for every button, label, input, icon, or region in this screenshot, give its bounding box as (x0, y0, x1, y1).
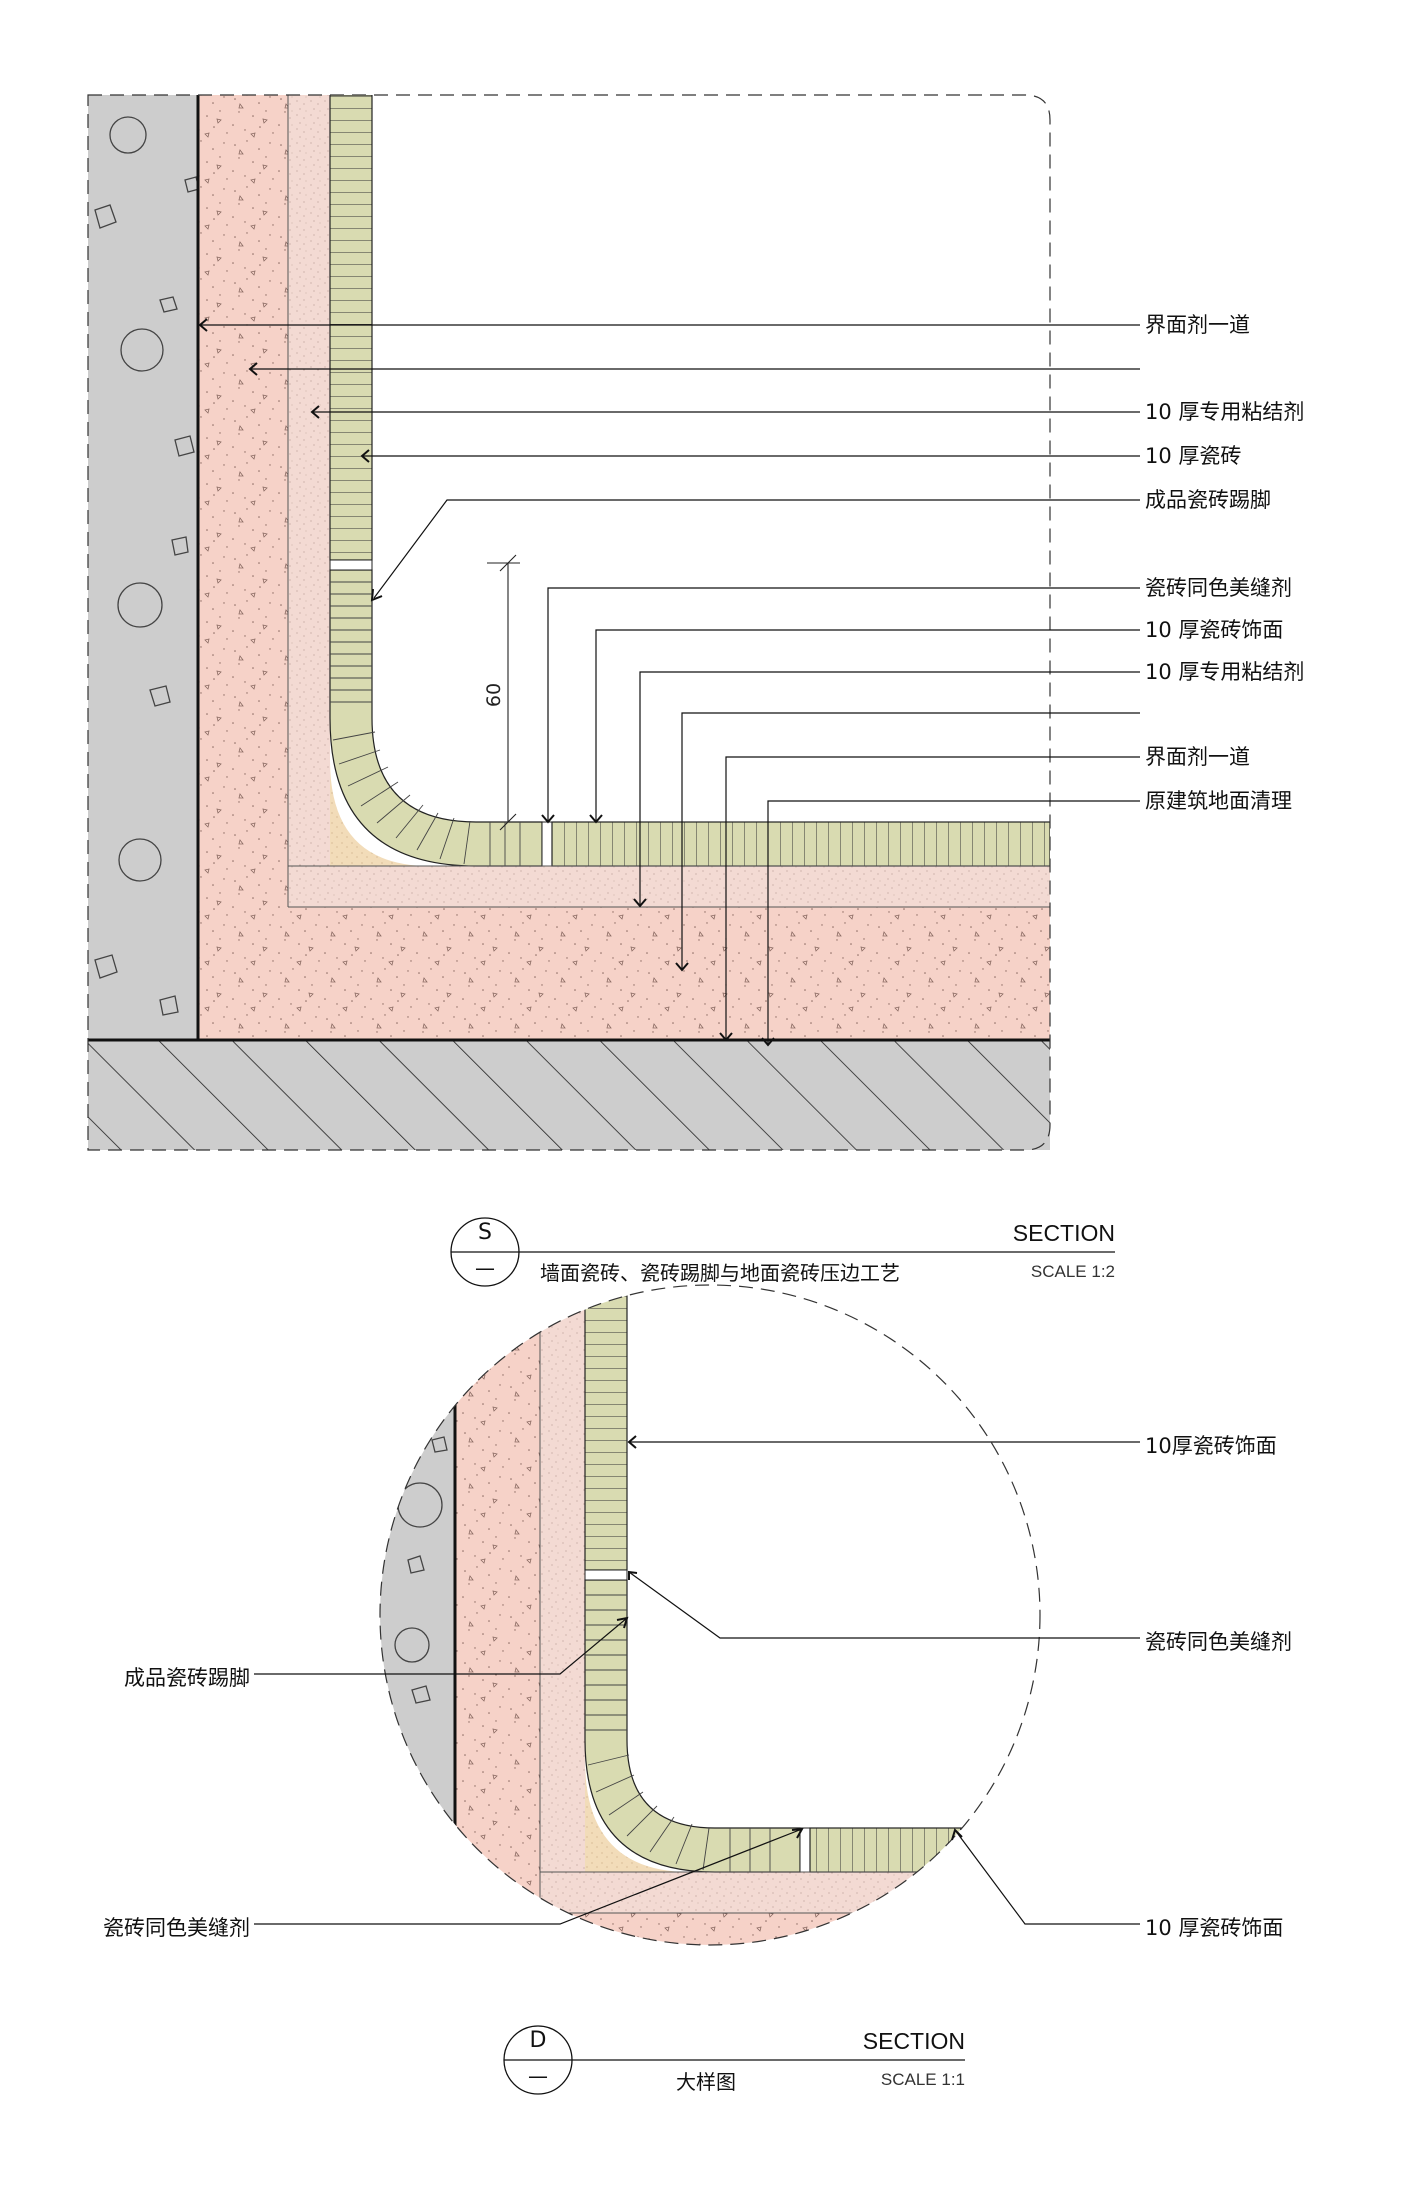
floor-slab (88, 1040, 1050, 1150)
section-word-d: SECTION (862, 2028, 965, 2054)
label-grout: 瓷砖同色美缝剂 (1145, 576, 1292, 600)
wall-joint (329, 559, 373, 571)
title-sheet-s: — (475, 1256, 495, 1280)
detail-label-grout-top: 瓷砖同色美缝剂 (1145, 1630, 1292, 1654)
label-interface-agent-wall: 界面剂一道 (1145, 313, 1250, 337)
top-section-drawing (88, 95, 1050, 1150)
label-skirting: 成品瓷砖踢脚 (1145, 488, 1271, 512)
detail-arrowheads (616, 1435, 963, 1841)
title-sheet-d: — (528, 2064, 548, 2088)
detail-label-skirting: 成品瓷砖踢脚 (124, 1666, 250, 1690)
floor-screed (198, 907, 1050, 1040)
skirting-filler (330, 760, 430, 866)
aggregate-marks (94, 116, 200, 1016)
label-interface-agent-floor: 界面剂一道 (1145, 745, 1250, 769)
section-scale-s: SCALE 1:2 (1030, 1262, 1115, 1281)
dimension-line (487, 554, 520, 831)
concrete-wall (88, 95, 198, 1040)
title-letter-s: S (478, 1220, 492, 1245)
section-title-s: 墙面瓷砖、瓷砖踢脚与地面瓷砖压边工艺 (540, 1261, 900, 1285)
top-leaders (200, 324, 1140, 1045)
wall-adhesive (288, 95, 330, 907)
section-scale-d: SCALE 1:1 (880, 2070, 965, 2089)
label-wall-tile: 10 厚瓷砖 (1145, 444, 1242, 468)
detail-label-floor-tile: 10 厚瓷砖饰面 (1145, 1916, 1284, 1940)
label-wall-adhesive: 10 厚专用粘结剂 (1145, 400, 1305, 424)
section-word-s: SECTION (1012, 1220, 1115, 1246)
dimension-text: 60 (483, 683, 505, 707)
detail-label-grout-bottom: 瓷砖同色美缝剂 (103, 1916, 250, 1940)
floor-tile (551, 821, 1050, 867)
top-arrowheads (198, 318, 775, 1047)
detail-circle (379, 1284, 1041, 1946)
detail-leaders (254, 1441, 1140, 1925)
label-floor-prep: 原建筑地面清理 (1145, 789, 1292, 813)
floor-adhesive (288, 866, 1050, 907)
wall-plaster (198, 95, 288, 1040)
wall-tile (329, 95, 373, 561)
label-floor-adhesive: 10 厚专用粘结剂 (1145, 660, 1305, 684)
label-floor-tile: 10 厚瓷砖饰面 (1145, 618, 1284, 642)
section-title-d: 大样图 (676, 2070, 736, 2094)
detail-label-wall-tile: 10厚瓷砖饰面 (1145, 1434, 1277, 1458)
title-letter-d: D (529, 2028, 547, 2053)
detail-boundary (87, 94, 1051, 1151)
